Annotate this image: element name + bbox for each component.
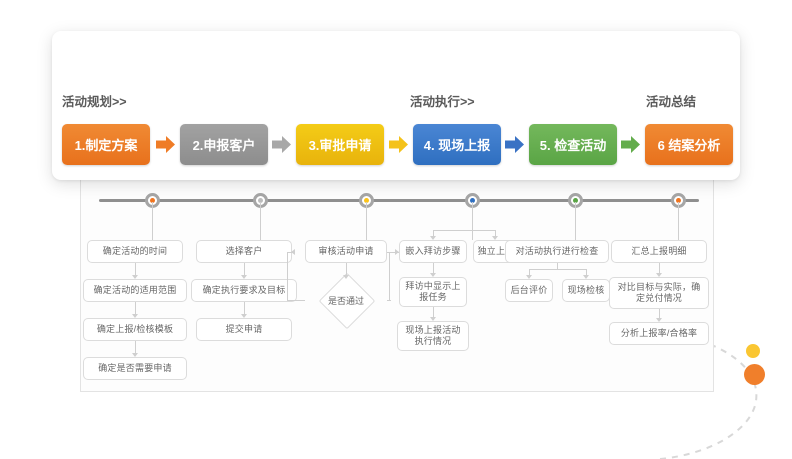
- decorative-dot-orange: [744, 364, 765, 385]
- connector-vertical: [659, 309, 660, 318]
- connector-vertical: [495, 230, 496, 236]
- timeline-stem-5: [575, 202, 576, 240]
- connector-horizontal: [529, 269, 586, 270]
- flow-box-c2-3[interactable]: 提交申请: [196, 318, 292, 341]
- flow-box-c1-3[interactable]: 确定上报/检核模板: [83, 318, 187, 341]
- flow-box-c1-4[interactable]: 确定是否需要申请: [83, 357, 187, 380]
- arrow-right-icon-2: [272, 136, 291, 153]
- connector-vertical: [244, 302, 245, 314]
- connector-arrowhead-icon: [492, 236, 498, 240]
- connector-arrowhead-icon: [656, 273, 662, 277]
- timeline-stem-2: [260, 202, 261, 240]
- timeline-node-dot-icon: [364, 198, 369, 203]
- arrow-right-icon-5: [621, 136, 640, 153]
- connector-arrowhead-icon: [430, 317, 436, 321]
- connector-vertical: [659, 263, 660, 273]
- stage-label-3: 活动总结: [646, 95, 697, 109]
- connector-horizontal: [287, 252, 293, 253]
- connector-vertical: [346, 263, 347, 275]
- connector-arrowhead-icon: [583, 275, 589, 279]
- process-step-1[interactable]: 1.制定方案: [62, 124, 150, 165]
- timeline-node-dot-icon: [258, 198, 263, 203]
- stage-label-1: 活动规划>>: [62, 95, 127, 109]
- connector-vertical: [244, 263, 245, 275]
- diamond-label: 是否通过: [327, 295, 364, 306]
- timeline-stem-3: [366, 202, 367, 240]
- flow-decision-diamond[interactable]: 是否通过: [305, 272, 387, 330]
- timeline-axis: [99, 199, 699, 202]
- arrow-right-icon-1: [156, 136, 175, 153]
- timeline-stem-1: [152, 202, 153, 240]
- connector-arrowhead-icon: [343, 275, 349, 279]
- connector-arrowhead-icon: [241, 275, 247, 279]
- connector-arrowhead-icon: [132, 353, 138, 357]
- process-step-2[interactable]: 2.申报客户: [180, 124, 268, 165]
- connector-vertical: [433, 230, 434, 236]
- arrow-right-icon-3: [389, 136, 408, 153]
- connector-horizontal: [387, 252, 399, 253]
- process-overview-card: 活动规划>> 活动执行>> 活动总结 1.制定方案 2.申报客户 3.审批申请 4. 现场上…: [52, 31, 740, 180]
- process-step-6[interactable]: 6 结案分析: [645, 124, 733, 165]
- connector-vertical: [557, 263, 558, 269]
- flow-box-c2-1[interactable]: 选择客户: [196, 240, 292, 263]
- flow-box-c4-3[interactable]: 拜访中显示上 报任务: [399, 277, 467, 307]
- flow-box-c6-3[interactable]: 分析上报率/合格率: [609, 322, 709, 345]
- stage-label-2: 活动执行>>: [410, 95, 475, 109]
- flow-box-c5-3[interactable]: 现场检核: [562, 279, 610, 302]
- process-step-5[interactable]: 5. 检查活动: [529, 124, 617, 165]
- connector-arrowhead-icon: [656, 318, 662, 322]
- connector-arrowhead-icon: [526, 275, 532, 279]
- connector-arrowhead-icon: [132, 275, 138, 279]
- flow-box-c1-1[interactable]: 确定活动的时间: [87, 240, 183, 263]
- connector-horizontal: [433, 230, 495, 231]
- flow-diagram-panel: 确定活动的时间确定活动的适用范围确定上报/检核模板确定是否需要申请 选择客户确定执…: [80, 146, 714, 392]
- connector-vertical: [529, 269, 530, 275]
- arrow-right-icon-4: [505, 136, 524, 153]
- connector-arrowhead-icon: [132, 314, 138, 318]
- connector-arrowhead-icon: [241, 314, 247, 318]
- connector-vertical: [135, 302, 136, 314]
- process-step-4[interactable]: 4. 现场上报: [413, 124, 501, 165]
- timeline-node-dot-icon: [470, 198, 475, 203]
- flow-box-c5-2[interactable]: 后台评价: [505, 279, 553, 302]
- timeline-stem-4: [472, 202, 473, 240]
- connector-arrowhead-icon: [430, 236, 436, 240]
- flow-box-c3-1[interactable]: 审核活动申请: [305, 240, 387, 263]
- connector-vertical: [433, 263, 434, 273]
- connector-vertical: [433, 307, 434, 317]
- connector-vertical: [135, 341, 136, 353]
- connector-horizontal: [387, 300, 391, 301]
- connector-arrowhead-icon: [395, 249, 399, 255]
- flow-box-c5-1[interactable]: 对活动执行进行检查: [505, 240, 609, 263]
- timeline-stem-6: [678, 202, 679, 240]
- timeline-node-dot-icon: [573, 198, 578, 203]
- connector-vertical: [135, 263, 136, 275]
- flow-box-c6-2[interactable]: 对比目标与实际，确 定兑付情况: [609, 277, 709, 309]
- connector-vertical: [389, 252, 390, 300]
- process-step-3[interactable]: 3.审批申请: [296, 124, 384, 165]
- connector-vertical: [287, 252, 288, 301]
- flow-box-c4-4[interactable]: 现场上报活动 执行情况: [397, 321, 469, 351]
- connector-vertical: [586, 269, 587, 275]
- connector-arrowhead-icon: [291, 249, 295, 255]
- flow-box-c1-2[interactable]: 确定活动的适用范围: [83, 279, 187, 302]
- decorative-dot-yellow: [746, 344, 760, 358]
- flow-box-c6-1[interactable]: 汇总上报明细: [611, 240, 707, 263]
- connector-arrowhead-icon: [430, 273, 436, 277]
- connector-horizontal: [287, 300, 305, 301]
- timeline-node-dot-icon: [676, 198, 681, 203]
- timeline-node-dot-icon: [150, 198, 155, 203]
- flow-box-c2-2[interactable]: 确定执行要求及目标: [191, 279, 297, 302]
- flow-box-c4-1[interactable]: 嵌入拜访步骤: [399, 240, 467, 263]
